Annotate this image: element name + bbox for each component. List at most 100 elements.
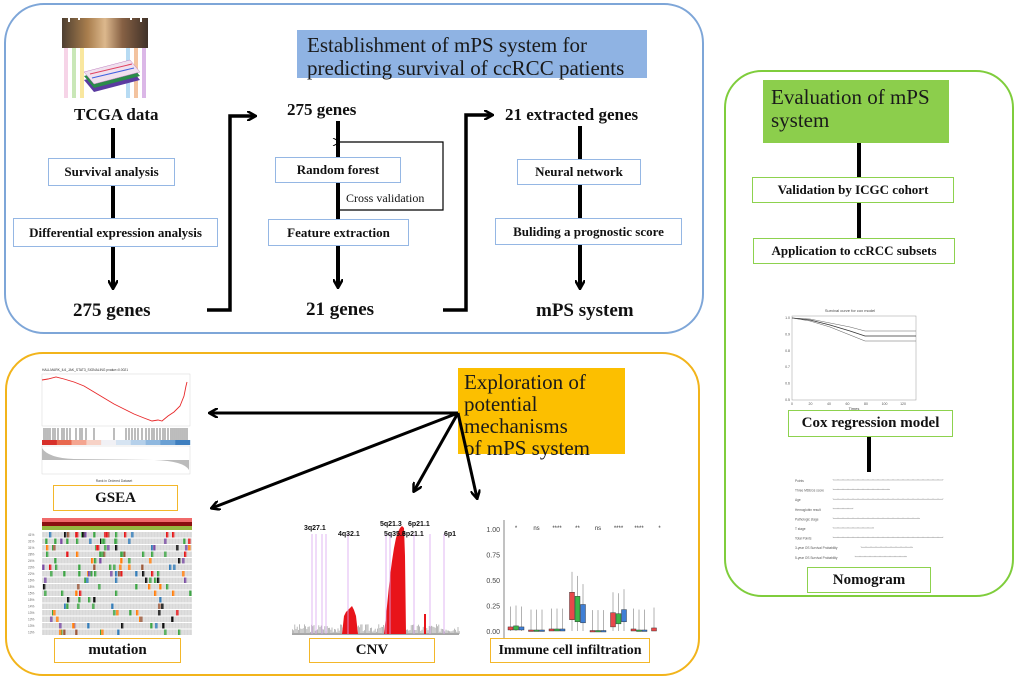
mutation-gene-percent: 15% bbox=[28, 585, 35, 589]
immune-y-tick: 0.25 bbox=[486, 604, 500, 611]
survival-curve-line bbox=[791, 317, 916, 337]
arrow-to-immune bbox=[456, 412, 477, 498]
nomogram-row-label: Points bbox=[795, 479, 804, 483]
immune-y-tick: 0.00 bbox=[486, 629, 500, 636]
immune-box bbox=[595, 630, 601, 633]
connector-line bbox=[336, 121, 340, 261]
evaluation-title: Evaluation of mPS system bbox=[763, 80, 949, 143]
survival-y-tick: 0.6 bbox=[785, 382, 790, 386]
immune-box bbox=[528, 629, 534, 632]
nomogram-row-label: Three MDEGs score bbox=[795, 489, 824, 493]
cox-regression-label: Cox regression model bbox=[801, 415, 940, 431]
arrow-to-mutation bbox=[212, 411, 459, 508]
nomogram-row-label: Pathologic stage bbox=[795, 517, 819, 521]
immune-box bbox=[610, 612, 616, 628]
immune-box bbox=[539, 629, 545, 632]
mutation-gene-percent: 13% bbox=[28, 624, 35, 628]
cnv-peak-label: 6p21.1 bbox=[402, 531, 424, 538]
immune-significance: * bbox=[658, 526, 661, 532]
nomogram-row-label: Hemoglobin result bbox=[795, 508, 821, 512]
gsea-rank-heatmap bbox=[42, 440, 191, 445]
nomogram-row-label: 5-year OS Survival Probability bbox=[795, 556, 838, 560]
immune-significance: ns bbox=[533, 526, 539, 532]
cnv-peak-5q bbox=[388, 628, 390, 634]
immune-significance: ns bbox=[595, 526, 601, 532]
evaluation-title-line1: Evaluation of mPS bbox=[771, 85, 930, 109]
survival-plot-xlabel: Times bbox=[849, 406, 860, 411]
immune-box bbox=[636, 629, 642, 632]
establishment-title-line1: Establishment of mPS system for bbox=[307, 33, 587, 57]
cross-validation-loop bbox=[338, 142, 444, 211]
building-prognostic-score-step: Buliding a prognostic score bbox=[495, 218, 682, 245]
mutation-label: mutation bbox=[88, 642, 147, 658]
mutation-gene-percent: 15% bbox=[28, 598, 35, 602]
survival-x-tick: 120 bbox=[900, 402, 906, 406]
immune-box bbox=[651, 627, 657, 632]
establishment-title: Establishment of mPS system for predicti… bbox=[297, 30, 647, 81]
survival-y-tick: 0.8 bbox=[785, 349, 790, 353]
immune-significance: ** bbox=[575, 526, 580, 532]
survival-y-tick: 0.7 bbox=[785, 365, 790, 369]
immune-box bbox=[554, 628, 560, 632]
gsea-ranked-metric-area bbox=[42, 448, 189, 470]
arrow-to-cnv bbox=[414, 412, 460, 491]
exploration-title-line3: of mPS system bbox=[464, 436, 591, 461]
immune-label: Immune cell infiltration bbox=[498, 642, 642, 658]
mutation-gene-percent: 13% bbox=[28, 618, 35, 622]
establishment-title-line2: predicting survival of ccRCC patients bbox=[307, 56, 625, 81]
gsea-plot-title: HALLMARK_IL6_JAK_STAT3_SIGNALING pvalue=… bbox=[42, 368, 128, 372]
survival-analysis-step: Survival analysis bbox=[48, 158, 175, 186]
column2-input-label: 275 genes bbox=[287, 100, 357, 119]
mutation-gene-percent: 41% bbox=[28, 533, 35, 537]
nomogram-row-label: Age bbox=[795, 498, 801, 502]
immune-significance: * bbox=[515, 526, 518, 532]
gsea-label-box: GSEA bbox=[53, 485, 178, 511]
cnv-label-box: CNV bbox=[309, 638, 435, 663]
connector-line bbox=[857, 143, 861, 263]
immune-box bbox=[569, 592, 575, 620]
mutation-gene-percent: 16% bbox=[28, 579, 35, 583]
evaluation-title-line2: system bbox=[771, 108, 830, 133]
mutation-gene-percent: 28% bbox=[28, 553, 35, 557]
immune-box bbox=[589, 630, 596, 633]
exploration-panel bbox=[5, 352, 700, 676]
column1-output-label: 275 genes bbox=[73, 300, 151, 321]
survival-x-tick: 100 bbox=[882, 402, 888, 406]
mutation-oncoplot: 41%31%31%28%24%23%22%16%15%15%15%14%13%1… bbox=[28, 516, 196, 638]
icgc-validation-step: Validation by ICGC cohort bbox=[752, 177, 954, 203]
nomogram-step: Nomogram bbox=[807, 567, 931, 593]
arrow-col1-to-col2 bbox=[207, 116, 255, 312]
arrow-col2-to-col3 bbox=[443, 115, 492, 312]
mutation-gene-percent: 13% bbox=[28, 611, 35, 615]
immune-box bbox=[630, 628, 637, 632]
neural-network-step: Neural network bbox=[517, 159, 641, 185]
ccrcc-subsets-step: Application to ccRCC subsets bbox=[753, 238, 955, 264]
exploration-title: Exploration of potential mechanisms of m… bbox=[458, 368, 625, 459]
survival-y-tick: 0.5 bbox=[785, 398, 790, 402]
gsea-plot: HALLMARK_IL6_JAK_STAT3_SIGNALING pvalue=… bbox=[34, 366, 192, 484]
cox-regression-step: Cox regression model bbox=[788, 410, 953, 437]
survival-x-tick: 20 bbox=[809, 402, 813, 406]
cross-validation-label: Cross validation bbox=[346, 191, 425, 205]
survival-lower-ci bbox=[791, 317, 916, 342]
immune-box bbox=[548, 628, 555, 632]
gsea-plot-xlabel: Rank in Ordered Dataset bbox=[96, 479, 133, 483]
gsea-enrichment-curve bbox=[41, 376, 188, 422]
mutation-gene-percent: 31% bbox=[28, 540, 35, 544]
cnv-peak-label: 3q27.1 bbox=[304, 525, 326, 532]
mutation-label-box: mutation bbox=[54, 638, 181, 663]
evaluation-panel bbox=[724, 70, 1014, 597]
nomogram-label: Nomogram bbox=[832, 571, 906, 588]
connector-line bbox=[867, 437, 871, 472]
connector-line bbox=[111, 128, 115, 258]
survival-upper-ci bbox=[791, 317, 916, 332]
feature-extraction-step: Feature extraction bbox=[268, 219, 409, 246]
column3-input-label: 21 extracted genes bbox=[505, 105, 639, 124]
mutation-gene-percent: 15% bbox=[28, 592, 35, 596]
immune-significance: **** bbox=[552, 526, 562, 532]
immune-box bbox=[641, 629, 648, 632]
immune-box bbox=[574, 596, 581, 623]
